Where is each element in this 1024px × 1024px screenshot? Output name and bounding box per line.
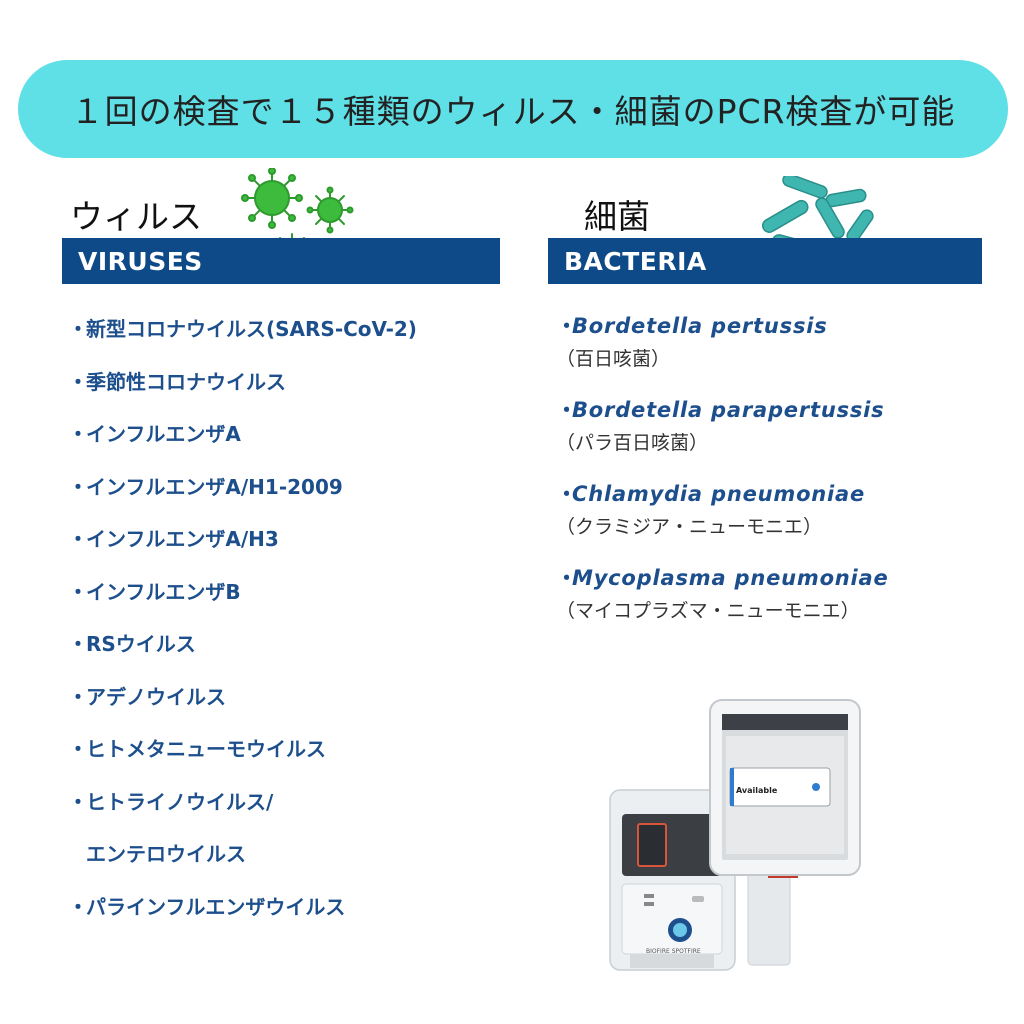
bacteria-name: Bordetella parapertussis (572, 398, 885, 422)
virus-list: ・新型コロナウイルス(SARS-CoV-2) ・季節性コロナウイルス ・インフル… (68, 312, 538, 942)
list-item: ・インフルエンザA (68, 422, 241, 446)
list-item: ・インフルエンザA/H3 (68, 527, 279, 551)
bacteria-jp-name: （パラ百日咳菌） (556, 432, 709, 454)
bacteria-section-title: 細菌 (584, 197, 650, 236)
list-item: ・RSウイルス (68, 632, 196, 656)
bacteria-jp-name: （クラミジア・ニューモニエ） (556, 516, 823, 538)
virus-section-title: ウィルス (70, 197, 202, 236)
bacteria-list: ・Bordetella pertussis （百日咳菌） ・Bordetella… (556, 310, 996, 646)
list-item: ・ヒトメタニューモウイルス (68, 737, 326, 761)
list-item: ・パラインフルエンザウイルス (68, 894, 346, 919)
list-item: ・季節性コロナウイルス (68, 369, 286, 394)
viruses-header: VIRUSES (62, 238, 500, 284)
banner-title: １回の検査で１５種類のウィルス・細菌のPCR検査が可能 (70, 92, 956, 131)
list-item: ・Bordetella parapertussis （パラ百日咳菌） (556, 394, 996, 478)
list-item: ・Chlamydia pneumoniae （クラミジア・ニューモニエ） (556, 478, 996, 562)
pcr-device-image: Available BIOFIRE SPOTFIRE (600, 690, 870, 990)
bacteria-header: BACTERIA (548, 238, 982, 284)
list-item: ・インフルエンザA/H1-2009 (68, 474, 343, 499)
list-item: ・インフルエンザB (68, 579, 241, 604)
list-item: ・アデノウイルス (68, 684, 226, 709)
device-screen-status: Available (736, 786, 778, 795)
list-item-continuation: エンテロウイルス (86, 842, 246, 866)
list-item: ・新型コロナウイルス(SARS-CoV-2) (68, 317, 417, 341)
device-brand-label: BIOFIRE SPOTFIRE (646, 948, 701, 955)
bacteria-name: Bordetella pertussis (572, 314, 828, 338)
list-item: ・Mycoplasma pneumoniae （マイコプラズマ・ニューモニエ） (556, 562, 996, 646)
bacteria-name: Chlamydia pneumoniae (572, 482, 866, 506)
list-item: ・Bordetella pertussis （百日咳菌） (556, 310, 996, 394)
list-item: ・ヒトライノウイルス/ (68, 789, 274, 814)
title-banner: １回の検査で１５種類のウィルス・細菌のPCR検査が可能 (18, 60, 1008, 158)
bacteria-name: Mycoplasma pneumoniae (572, 566, 889, 590)
bacteria-jp-name: （マイコプラズマ・ニューモニエ） (556, 600, 860, 622)
pcr-device-illustration (609, 699, 861, 971)
bacteria-jp-name: （百日咳菌） (556, 348, 671, 370)
